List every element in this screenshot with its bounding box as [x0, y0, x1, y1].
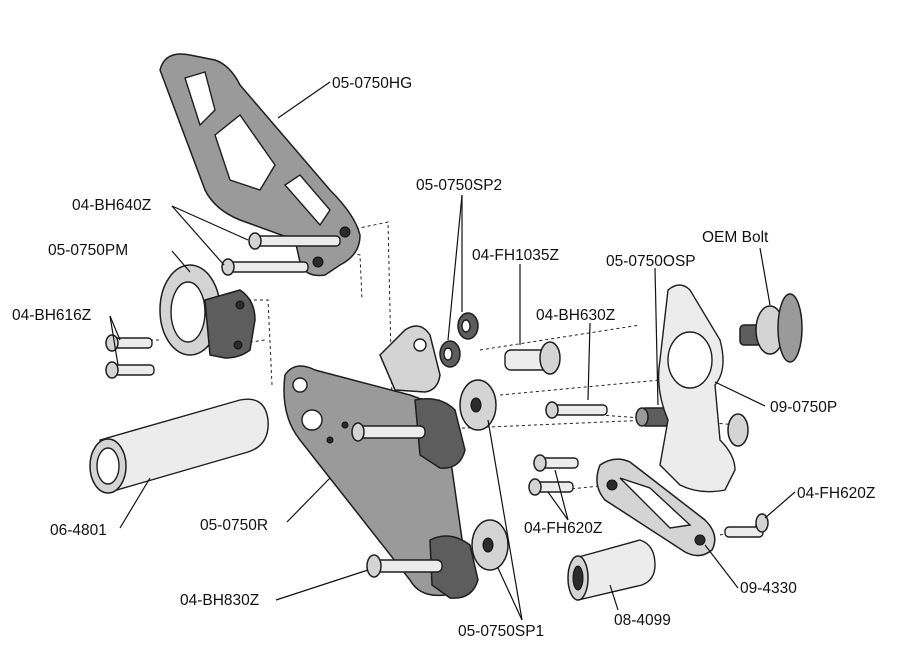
label-04-bh830z: 04-BH830Z: [180, 592, 259, 609]
label-08-4099: 08-4099: [614, 612, 671, 629]
label-05-0750hg: 05-0750HG: [332, 75, 412, 92]
leader-lines: [109, 81, 796, 621]
bolt-fh620z-upper: [533, 454, 579, 472]
label-05-0750r: 05-0750R: [200, 517, 268, 534]
label-04-fh620z-right: 04-FH620Z: [797, 485, 875, 502]
spacer-sp1-upper: [459, 379, 497, 431]
sleeve-part: [567, 539, 656, 601]
label-oem-bolt: OEM Bolt: [702, 229, 769, 246]
label-05-0750sp1: 05-0750SP1: [458, 623, 544, 640]
rearset-plate-part: [283, 365, 479, 599]
label-04-fh620z-center: 04-FH620Z: [524, 520, 602, 537]
pedal-part: [657, 284, 749, 493]
bolt-fh620z-right: [724, 513, 769, 538]
bolt-bh630z: [545, 401, 608, 419]
bolt-fh1035z: [504, 341, 561, 375]
sp2-bracket-part: [379, 325, 441, 393]
bolt-bh616z-lower: [105, 361, 155, 379]
label-05-0750pm: 05-0750PM: [48, 242, 128, 259]
label-09-0750p: 09-0750P: [770, 399, 837, 416]
label-05-0750sp2: 05-0750SP2: [416, 177, 502, 194]
bolt-fh620z-lower: [528, 478, 574, 496]
label-09-4330: 09-4330: [740, 580, 797, 597]
spacer-sp2-upper: [457, 312, 479, 340]
part-labels: 05-0750HG 04-BH640Z 05-0750PM 04-BH616Z …: [12, 75, 875, 640]
pivot-pin: [351, 422, 426, 442]
label-04-bh630z: 04-BH630Z: [536, 307, 615, 324]
label-04-bh616z: 04-BH616Z: [12, 307, 91, 324]
label-06-4801: 06-4801: [50, 522, 107, 539]
peg-mount-part: [159, 264, 256, 359]
label-04-fh1035z: 04-FH1035Z: [472, 247, 559, 264]
link-part: [596, 458, 716, 557]
spacer-sp2-lower: [439, 340, 461, 368]
label-04-bh640z: 04-BH640Z: [72, 197, 151, 214]
oem-bolt-part: [739, 293, 803, 363]
bolt-bh640z-upper: [248, 232, 341, 250]
heel-guard-part: [159, 53, 361, 277]
foot-peg-part: [89, 398, 269, 494]
spacer-sp1-lower: [471, 519, 509, 571]
bolt-bh640z-lower: [221, 258, 309, 276]
label-05-0750osp: 05-0750OSP: [606, 253, 696, 270]
bolt-bh830z: [366, 554, 443, 578]
